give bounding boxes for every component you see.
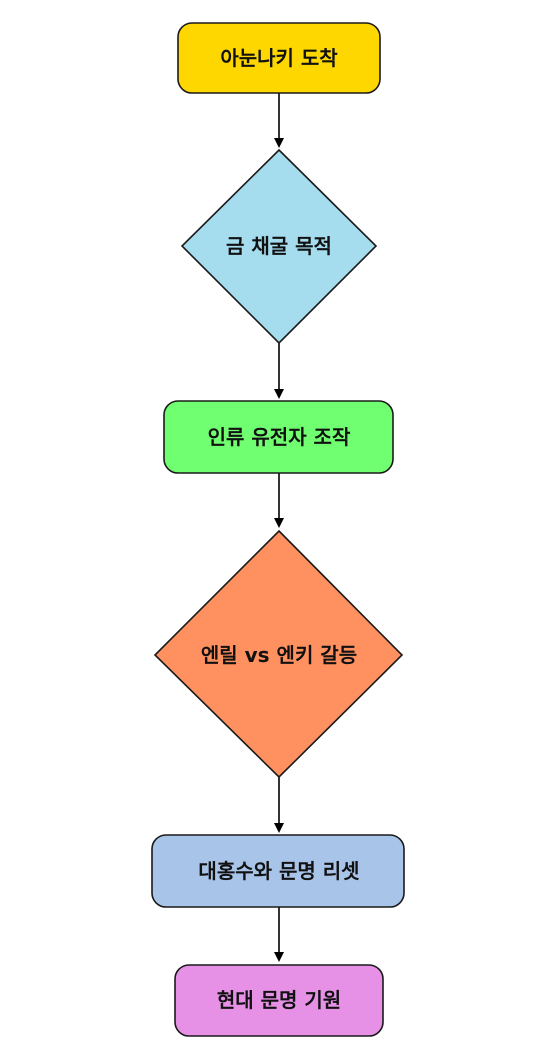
node-genetic-manipulation: 인류 유전자 조작 [163, 400, 394, 474]
node-anunnaki-arrival-label: 아눈나키 도착 [220, 46, 338, 70]
node-modern-civilization-origin: 현대 문명 기원 [174, 964, 384, 1037]
node-flood-reset-label: 대홍수와 문명 리셋 [198, 859, 359, 883]
node-modern-civilization-origin-label: 현대 문명 기원 [217, 988, 341, 1012]
node-gold-mining-purpose-shape [180, 148, 378, 345]
node-genetic-manipulation-shape [163, 400, 394, 474]
node-enlil-enki-conflict-shape [153, 529, 404, 779]
node-flood-reset-shape [151, 834, 405, 908]
node-enlil-enki-conflict: 엔릴 vs 엔키 갈등 [153, 529, 404, 779]
node-genetic-manipulation-label: 인류 유전자 조작 [208, 425, 351, 449]
node-anunnaki-arrival-shape [177, 22, 381, 94]
node-anunnaki-arrival: 아눈나키 도착 [177, 22, 381, 94]
node-flood-reset: 대홍수와 문명 리셋 [151, 834, 405, 908]
node-modern-civilization-origin-shape [174, 964, 384, 1037]
node-gold-mining-purpose: 금 채굴 목적 [180, 148, 378, 345]
node-gold-mining-purpose-label: 금 채굴 목적 [226, 234, 332, 258]
node-enlil-enki-conflict-label: 엔릴 vs 엔키 갈등 [201, 643, 357, 667]
